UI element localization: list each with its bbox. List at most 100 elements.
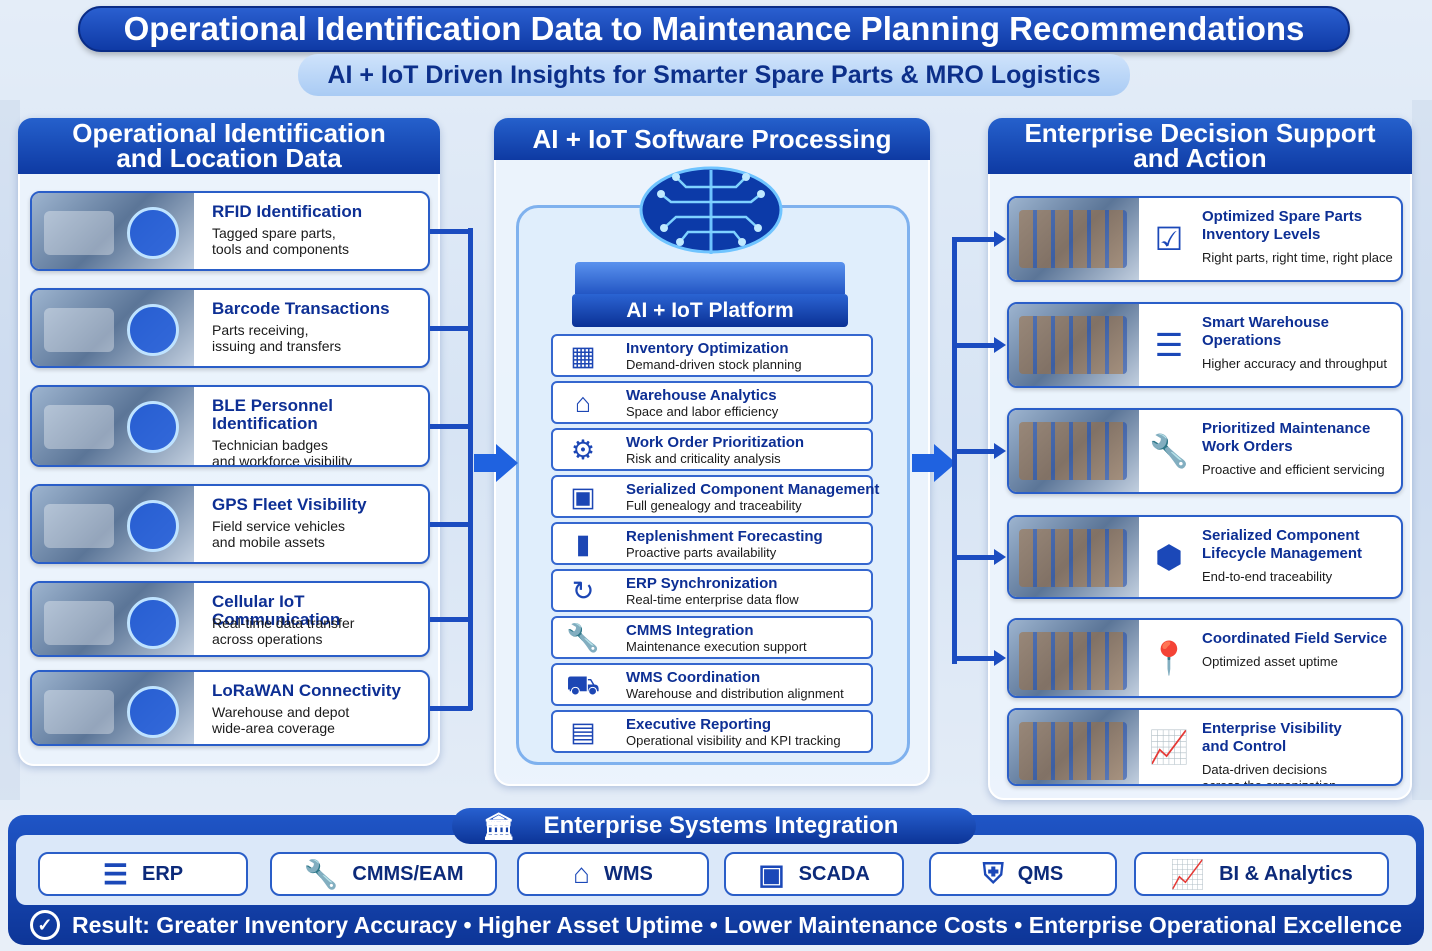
processing-item-title: Work Order Prioritization [626,434,805,451]
cube-icon: ⬢ [1155,539,1183,575]
arrowhead-icon [994,650,1006,666]
action-card-desc: Proactive and efficient servicing [1202,462,1385,477]
processing-item-desc: Space and labor efficiency [626,404,779,419]
thumb-detail [1019,422,1127,480]
left-panel-heading: Operational Identification and Location … [18,118,440,174]
processing-item-desc: Maintenance execution support [626,639,807,654]
system-box: ☰ERP [38,852,248,896]
action-card-photo [1009,620,1139,696]
rfid-gear-icon [32,193,194,269]
thumb-accent [127,686,179,738]
bar-chart-icon: ▮ [575,529,591,559]
monitor-icon: ▣ [758,858,785,890]
growth-chart-icon: 📈 [1170,858,1206,890]
action-card-photo [1009,198,1139,280]
action-card-title: Optimized Spare Parts Inventory Levels [1202,208,1363,243]
processing-item-title: CMMS Integration [626,622,754,639]
barcode-scanner-icon [32,290,194,366]
thumb-accent [127,304,179,356]
system-label: CMMS/EAM [352,862,464,885]
platform-chip [575,262,845,294]
arrowhead-icon [994,443,1006,459]
processing-item-title: Executive Reporting [626,716,772,733]
source-card-desc: Field service vehicles and mobile assets [212,518,346,550]
thumb-detail [44,308,114,352]
background-rack [1412,100,1432,800]
action-card-photo [1009,710,1139,784]
left-connector-bus [468,228,473,710]
source-card-title: Barcode Transactions [212,299,390,318]
left-connector-stub [430,424,472,429]
processing-item-title: Warehouse Analytics [626,387,777,404]
thumb-accent [127,597,179,649]
gps-van-icon [32,486,194,562]
source-card-title: LoRaWAN Connectivity [212,681,401,700]
processing-item-title: ERP Synchronization [626,575,778,592]
truck-icon: ⛟ [566,670,600,700]
left-connector-stub [430,617,472,622]
right-connector-stub [952,555,996,560]
cubes-icon: ▦ [570,341,596,371]
action-card-desc: Optimized asset uptime [1202,654,1338,669]
processing-item-title: Replenishment Forecasting [626,528,823,545]
processing-item-desc: Warehouse and distribution alignment [626,686,844,701]
source-card-desc: Tagged spare parts, tools and components [212,225,349,257]
result-bar: ✓ Result: Greater Inventory Accuracy • H… [16,905,1416,945]
thumb-detail [44,601,114,645]
result-text: Result: Greater Inventory Accuracy • Hig… [71,911,1403,938]
left-connector-stub [430,706,472,711]
system-label: WMS [604,862,653,885]
action-card-title: Smart Warehouse Operations [1202,314,1329,349]
action-card-desc: End-to-end traceability [1202,569,1333,584]
growth-chart-icon: 📈 [1149,729,1189,765]
thumb-detail [44,405,114,449]
arrowhead-icon [994,549,1006,565]
system-label: ERP [141,862,184,885]
lorawan-warehouse-icon [32,672,194,744]
source-card-desc: Technician badges and workforce visibili… [212,437,353,467]
source-card-title: BLE Personnel Identification [212,396,333,433]
thumb-detail [1019,316,1127,374]
thumb-detail [1019,632,1127,690]
chip-icon: ▣ [570,482,596,512]
thumb-detail [1019,210,1127,268]
gear-icon: ⚙ [570,435,596,465]
shield-gear-icon: ⛨ [982,857,1004,889]
system-box: 🔧CMMS/EAM [270,852,497,896]
processing-item-title: Inventory Optimization [626,340,789,357]
cell-tower-icon [32,583,194,655]
action-card-photo [1009,410,1139,492]
arrowhead-icon [994,337,1006,353]
action-card-title: Enterprise Visibility and Control [1202,720,1342,755]
system-box: ▣SCADA [724,852,904,896]
thumb-accent [127,207,179,259]
right-panel-heading: Enterprise Decision Support and Action [988,118,1412,174]
sync-icon: ↻ [571,576,595,606]
action-card-title: Coordinated Field Service [1202,630,1388,647]
processing-item-desc: Operational visibility and KPI tracking [626,733,841,748]
processing-item-desc: Demand-driven stock planning [626,357,802,372]
ai-brain-icon [639,166,783,254]
dashboard-icon: ▤ [570,717,596,747]
page-title: Operational Identification Data to Maint… [78,6,1350,52]
thumb-detail [44,211,114,255]
source-card-title: RFID Identification [212,202,363,221]
action-card-desc: Data-driven decisions across the organiz… [1202,762,1337,786]
left-connector-stub [430,229,472,234]
right-connector-stub [952,237,996,242]
right-connector-stub [952,656,996,661]
platform-label: AI + IoT Platform [572,294,848,327]
thumb-accent [127,500,179,552]
check-circle-icon: ✓ [29,910,60,940]
